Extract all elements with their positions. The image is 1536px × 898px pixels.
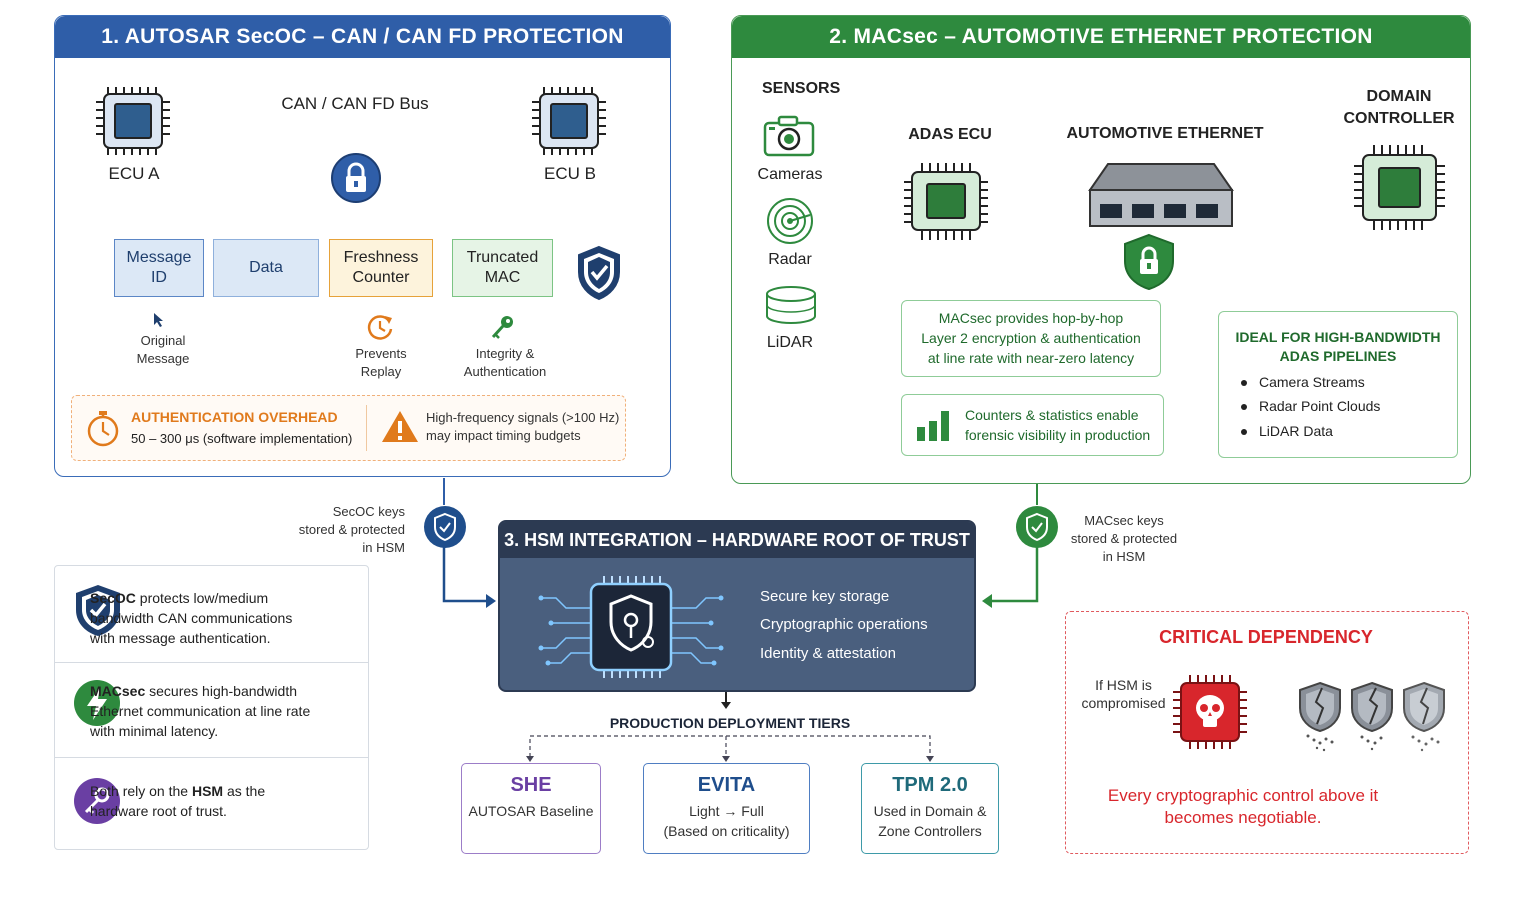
- tier-tpm-sub: Used in Domain & Zone Controllers: [873, 803, 987, 839]
- summary-hsm-text: Both rely on the HSM as the hardware roo…: [90, 781, 265, 821]
- radar-label: Radar: [768, 251, 812, 268]
- summary-macsec-rest: secures high-bandwidth Ethernet communic…: [90, 683, 311, 739]
- tier-she-sub: AUTOSAR Baseline: [468, 803, 594, 819]
- note-original-message: Original Message: [136, 333, 190, 366]
- adas-ecu-chip-icon: [904, 163, 988, 240]
- ideal-item-lidar: LiDAR Data: [1259, 423, 1333, 439]
- summary-secoc-text: SecOC protects low/medium bandwidth CAN …: [90, 588, 292, 648]
- tier-tpm-title: TPM 2.0: [892, 774, 968, 796]
- field-data-label: Data: [249, 259, 283, 276]
- bar-chart-icon: [917, 411, 949, 441]
- hsm-item: Cryptographic operations: [760, 616, 928, 633]
- counters-text: Counters & statistics enable forensic vi…: [965, 407, 1151, 443]
- ideal-item: LiDAR Data: [1241, 423, 1333, 439]
- domain-controller-chip-icon: [1354, 145, 1445, 230]
- overhead-divider: [366, 405, 367, 451]
- critical-message: Every cryptographic control above it bec…: [1107, 786, 1379, 827]
- field-freshness-label: Freshness Counter: [343, 249, 419, 286]
- summary-secoc-rest: protects low/medium bandwidth CAN commun…: [90, 590, 293, 646]
- ideal-item-camera: Camera Streams: [1259, 374, 1365, 390]
- stopwatch-icon: [87, 411, 119, 447]
- summary-hsm-pre: Both rely on the: [90, 783, 192, 799]
- radar-icon: [767, 198, 813, 244]
- lidar-label: LiDAR: [766, 334, 814, 351]
- key-icon: [491, 316, 513, 339]
- ideal-item: Camera Streams: [1241, 374, 1365, 390]
- hsm-item: Identity & attestation: [760, 645, 896, 662]
- hsm-panel: 3. HSM INTEGRATION – HARDWARE ROOT OF TR…: [498, 520, 976, 692]
- summary-hsm-rest: as the hardware root of trust.: [90, 783, 266, 819]
- overhead-value: 50 – 300 μs (software implementation): [131, 431, 353, 446]
- field-data: Data: [213, 239, 319, 297]
- cursor-icon: [154, 313, 163, 327]
- warning-text: High-frequency signals (>100 Hz) may imp…: [426, 410, 620, 443]
- cracked-shields-icon: [1299, 681, 1445, 752]
- note-prevents-replay: Prevents Replay: [355, 346, 407, 379]
- macsec-note-text: MACsec provides hop-by-hop Layer 2 encry…: [921, 310, 1141, 366]
- macsec-note-box: MACsec provides hop-by-hop Layer 2 encry…: [901, 300, 1161, 377]
- ethernet-switch-icon: [1088, 163, 1234, 227]
- can-bus-label: CAN / CAN FD Bus: [281, 94, 429, 113]
- compromised-chip-skull-icon: [1173, 675, 1247, 749]
- cameras-label: Cameras: [757, 166, 823, 183]
- ethernet-label: AUTOMOTIVE ETHERNET: [1066, 125, 1264, 142]
- field-truncated-mac: Truncated MAC: [452, 239, 553, 297]
- summary-divider: [54, 662, 369, 663]
- macsec-keys-label: MACsec keys stored & protected in HSM: [1070, 513, 1178, 564]
- tier-evita: EVITA Light → Full (Based on criticality…: [643, 763, 810, 854]
- summary-macsec-bold: MACsec: [90, 683, 146, 699]
- camera-icon: [763, 115, 815, 157]
- warning-icon: [382, 411, 418, 442]
- macsec-key-shield-icon: [1016, 506, 1058, 548]
- ideal-item: Radar Point Clouds: [1241, 398, 1380, 414]
- macsec-panel-title: 2. MACsec – AUTOMOTIVE ETHERNET PROTECTI…: [732, 16, 1470, 58]
- ecu-a-chip-icon: [96, 87, 170, 155]
- ecu-b-label: ECU B: [544, 164, 596, 183]
- lightning-icon: [74, 680, 120, 726]
- shield-check-icon: [578, 245, 620, 301]
- lock-icon: [331, 153, 381, 203]
- ideal-item-radar: Radar Point Clouds: [1259, 398, 1381, 414]
- summary-hsm-bold: HSM: [191, 783, 224, 799]
- field-freshness-counter: Freshness Counter: [329, 239, 433, 297]
- ecu-b-chip-icon: [532, 87, 606, 155]
- summary-secoc-bold: SecOC: [90, 590, 136, 606]
- counters-box: Counters & statistics enable forensic vi…: [901, 394, 1164, 456]
- secoc-keys-label: SecOC keys stored & protected in HSM: [298, 504, 405, 555]
- summary-macsec-text: MACsec secures high-bandwidth Ethernet c…: [90, 681, 310, 741]
- sensors-label: SENSORS: [762, 80, 841, 97]
- tier-she-title: SHE: [510, 774, 552, 796]
- hsm-key-icon: [74, 778, 120, 824]
- overhead-title: AUTHENTICATION OVERHEAD: [131, 409, 338, 425]
- deployment-tiers-label: PRODUCTION DEPLOYMENT TIERS: [609, 715, 851, 731]
- overhead-box: [71, 395, 626, 461]
- domain-controller-label: DOMAIN CONTROLLER: [1343, 88, 1455, 127]
- adas-ecu-label: ADAS ECU: [908, 126, 992, 143]
- note-integrity: Integrity & Authentication: [463, 346, 547, 379]
- tier-evita-sub: Light → Full (Based on criticality): [663, 803, 790, 839]
- lidar-icon: [766, 286, 816, 324]
- summary-divider: [54, 757, 369, 758]
- field-message-id-label: Message ID: [126, 249, 192, 286]
- tier-evita-title: EVITA: [697, 774, 756, 796]
- hsm-title: 3. HSM INTEGRATION – HARDWARE ROOT OF TR…: [500, 522, 974, 558]
- tier-tpm: TPM 2.0 Used in Domain & Zone Controller…: [861, 763, 999, 854]
- secoc-key-shield-icon: [424, 506, 466, 548]
- replay-clock-icon: [367, 315, 393, 340]
- ecu-a-label: ECU A: [108, 164, 160, 183]
- ideal-title: IDEAL FOR HIGH-BANDWIDTH ADAS PIPELINES: [1235, 329, 1441, 364]
- hsm-chip-icon: [538, 576, 724, 678]
- ideal-box: IDEAL FOR HIGH-BANDWIDTH ADAS PIPELINES …: [1218, 311, 1458, 458]
- critical-if-text: If HSM is compromised: [1081, 677, 1166, 711]
- hsm-item: Secure key storage: [760, 588, 890, 605]
- critical-panel: CRITICAL DEPENDENCY If HSM is compromise…: [1065, 611, 1469, 854]
- field-message-id: Message ID: [114, 239, 204, 297]
- tier-she: SHE AUTOSAR Baseline: [461, 763, 601, 854]
- secoc-shield-icon: [76, 585, 120, 636]
- macsec-shield-lock-icon: [1124, 233, 1174, 291]
- secoc-panel-title: 1. AUTOSAR SecOC – CAN / CAN FD PROTECTI…: [55, 16, 670, 58]
- field-mac-label: Truncated MAC: [466, 249, 539, 286]
- critical-title: CRITICAL DEPENDENCY: [1159, 627, 1373, 647]
